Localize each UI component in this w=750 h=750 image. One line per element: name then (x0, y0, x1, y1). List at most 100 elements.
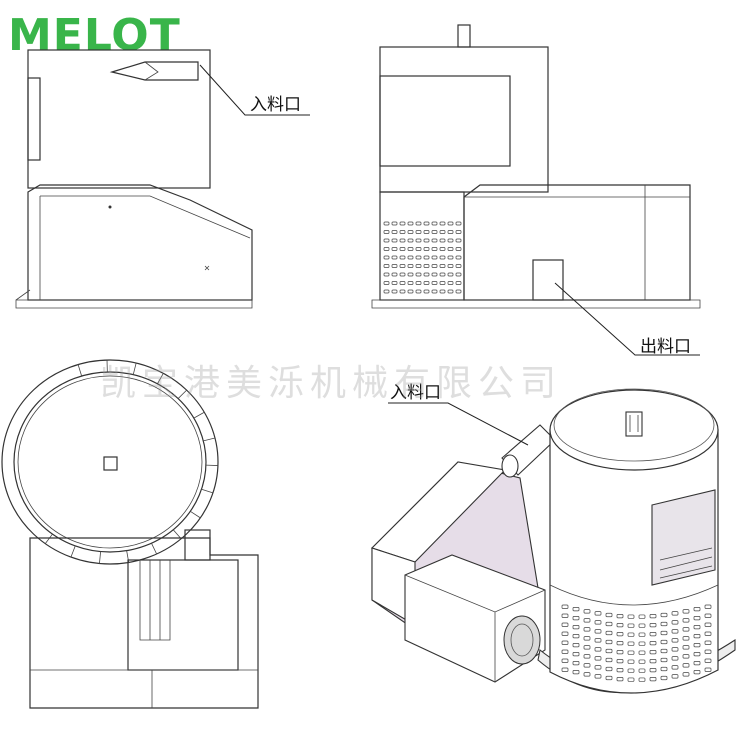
inlet-label: 入料口 (250, 95, 301, 115)
iso-vent-slot (616, 659, 624, 664)
ring-tick (190, 510, 201, 519)
iso-lid-cap (625, 411, 643, 437)
iso-vent-slot (572, 634, 580, 639)
vent-slot (455, 247, 462, 251)
iso-vent-slot (583, 654, 591, 659)
iso-vent-slot (671, 674, 679, 679)
vent-slot (391, 289, 398, 294)
inlet-iso-leader (388, 402, 529, 446)
iso-vent-slot (583, 645, 591, 650)
vent-slot (423, 272, 430, 277)
vent-slot (399, 272, 406, 277)
vent-slot (431, 230, 438, 234)
iso-vent-slot (627, 641, 635, 646)
iso-vent-slot (594, 629, 602, 634)
vent-slot (399, 255, 406, 260)
vent-slot (383, 238, 390, 243)
iso-inlet-mouth (501, 454, 519, 478)
vent-slot (423, 255, 430, 260)
vent-slot (391, 281, 398, 285)
iso-vent-slot (704, 604, 712, 609)
iso-vent-slot (583, 636, 591, 641)
iso-vent-slot (627, 677, 635, 682)
vent-slot (455, 238, 462, 243)
iso-vent-slot (671, 647, 679, 652)
iso-vent-slot (583, 627, 591, 632)
iso-vent-slot (594, 656, 602, 661)
vent-slot (439, 272, 446, 277)
iso-vent-slot (649, 614, 657, 619)
vent-slot (439, 289, 446, 294)
iso-vent-slot (671, 665, 679, 670)
outlet-leader (554, 282, 700, 356)
side-view-base-edge (40, 195, 251, 239)
vent-slot (407, 238, 414, 243)
vent-slot (447, 272, 454, 277)
vent-slot (447, 264, 454, 268)
vent-slot (407, 264, 414, 268)
vent-slot (399, 247, 406, 251)
iso-vent-slot (572, 607, 580, 612)
iso-vent-slot (671, 656, 679, 661)
vent-slot (407, 281, 414, 285)
vent-slot (407, 255, 414, 260)
iso-vent-slot (693, 670, 701, 675)
iso-window-slats (659, 547, 713, 579)
vent-slot (439, 255, 446, 260)
vent-slot (431, 255, 438, 260)
vent-slot (439, 230, 446, 234)
top-view-slots (139, 560, 171, 641)
ring-tick (151, 542, 158, 555)
vent-slot (399, 281, 406, 285)
iso-vent-slot (616, 632, 624, 637)
front-view-window (379, 75, 511, 167)
vent-slot (431, 289, 438, 294)
iso-vent-slot (682, 672, 690, 677)
ring-tick (157, 373, 164, 384)
vent-slot (383, 272, 390, 277)
iso-vent-slot (561, 649, 569, 654)
iso-vent-slot (693, 643, 701, 648)
vent-slot (391, 221, 398, 226)
vent-slot (399, 289, 406, 294)
iso-vent-slot (649, 632, 657, 637)
iso-vent-slot (682, 618, 690, 623)
vent-slot (383, 255, 390, 260)
iso-cylinder-window (651, 489, 716, 586)
iso-vent-slot (638, 614, 646, 619)
vent-slot (399, 221, 406, 226)
vent-slot (391, 238, 398, 243)
inlet-leader (199, 64, 310, 116)
iso-vent-slot (627, 632, 635, 637)
vent-slot (415, 230, 422, 234)
vent-slot (415, 281, 422, 285)
isometric-view: 入料口 (370, 383, 736, 694)
vent-slot (415, 238, 422, 243)
iso-vent-slot (660, 648, 668, 654)
top-view-inner-ring (13, 371, 207, 553)
side-view-nozzle-edge (144, 61, 159, 81)
iso-vent-slot (605, 639, 613, 645)
iso-vent-slot (616, 677, 624, 682)
vent-slot (415, 247, 422, 251)
iso-vent-slot (594, 647, 602, 652)
top-view (1, 359, 259, 709)
iso-vent-slot (704, 640, 712, 645)
vent-slot (439, 238, 446, 243)
side-view-body (27, 49, 211, 189)
iso-vent-slot (660, 675, 668, 681)
iso-vent-slot (583, 609, 591, 614)
ring-tick (203, 437, 216, 442)
side-view-window (27, 77, 41, 161)
vent-slot (447, 247, 454, 251)
iso-vent-slot (671, 629, 679, 634)
iso-vent-slot (693, 625, 701, 630)
vent-slot (431, 238, 438, 243)
iso-vent-slot (572, 652, 580, 657)
vent-slot (431, 221, 438, 226)
vent-slot (423, 281, 430, 285)
vent-slot (455, 221, 462, 226)
vent-slot (431, 272, 438, 277)
vent-slot (423, 289, 430, 294)
iso-vent-slot (594, 611, 602, 616)
